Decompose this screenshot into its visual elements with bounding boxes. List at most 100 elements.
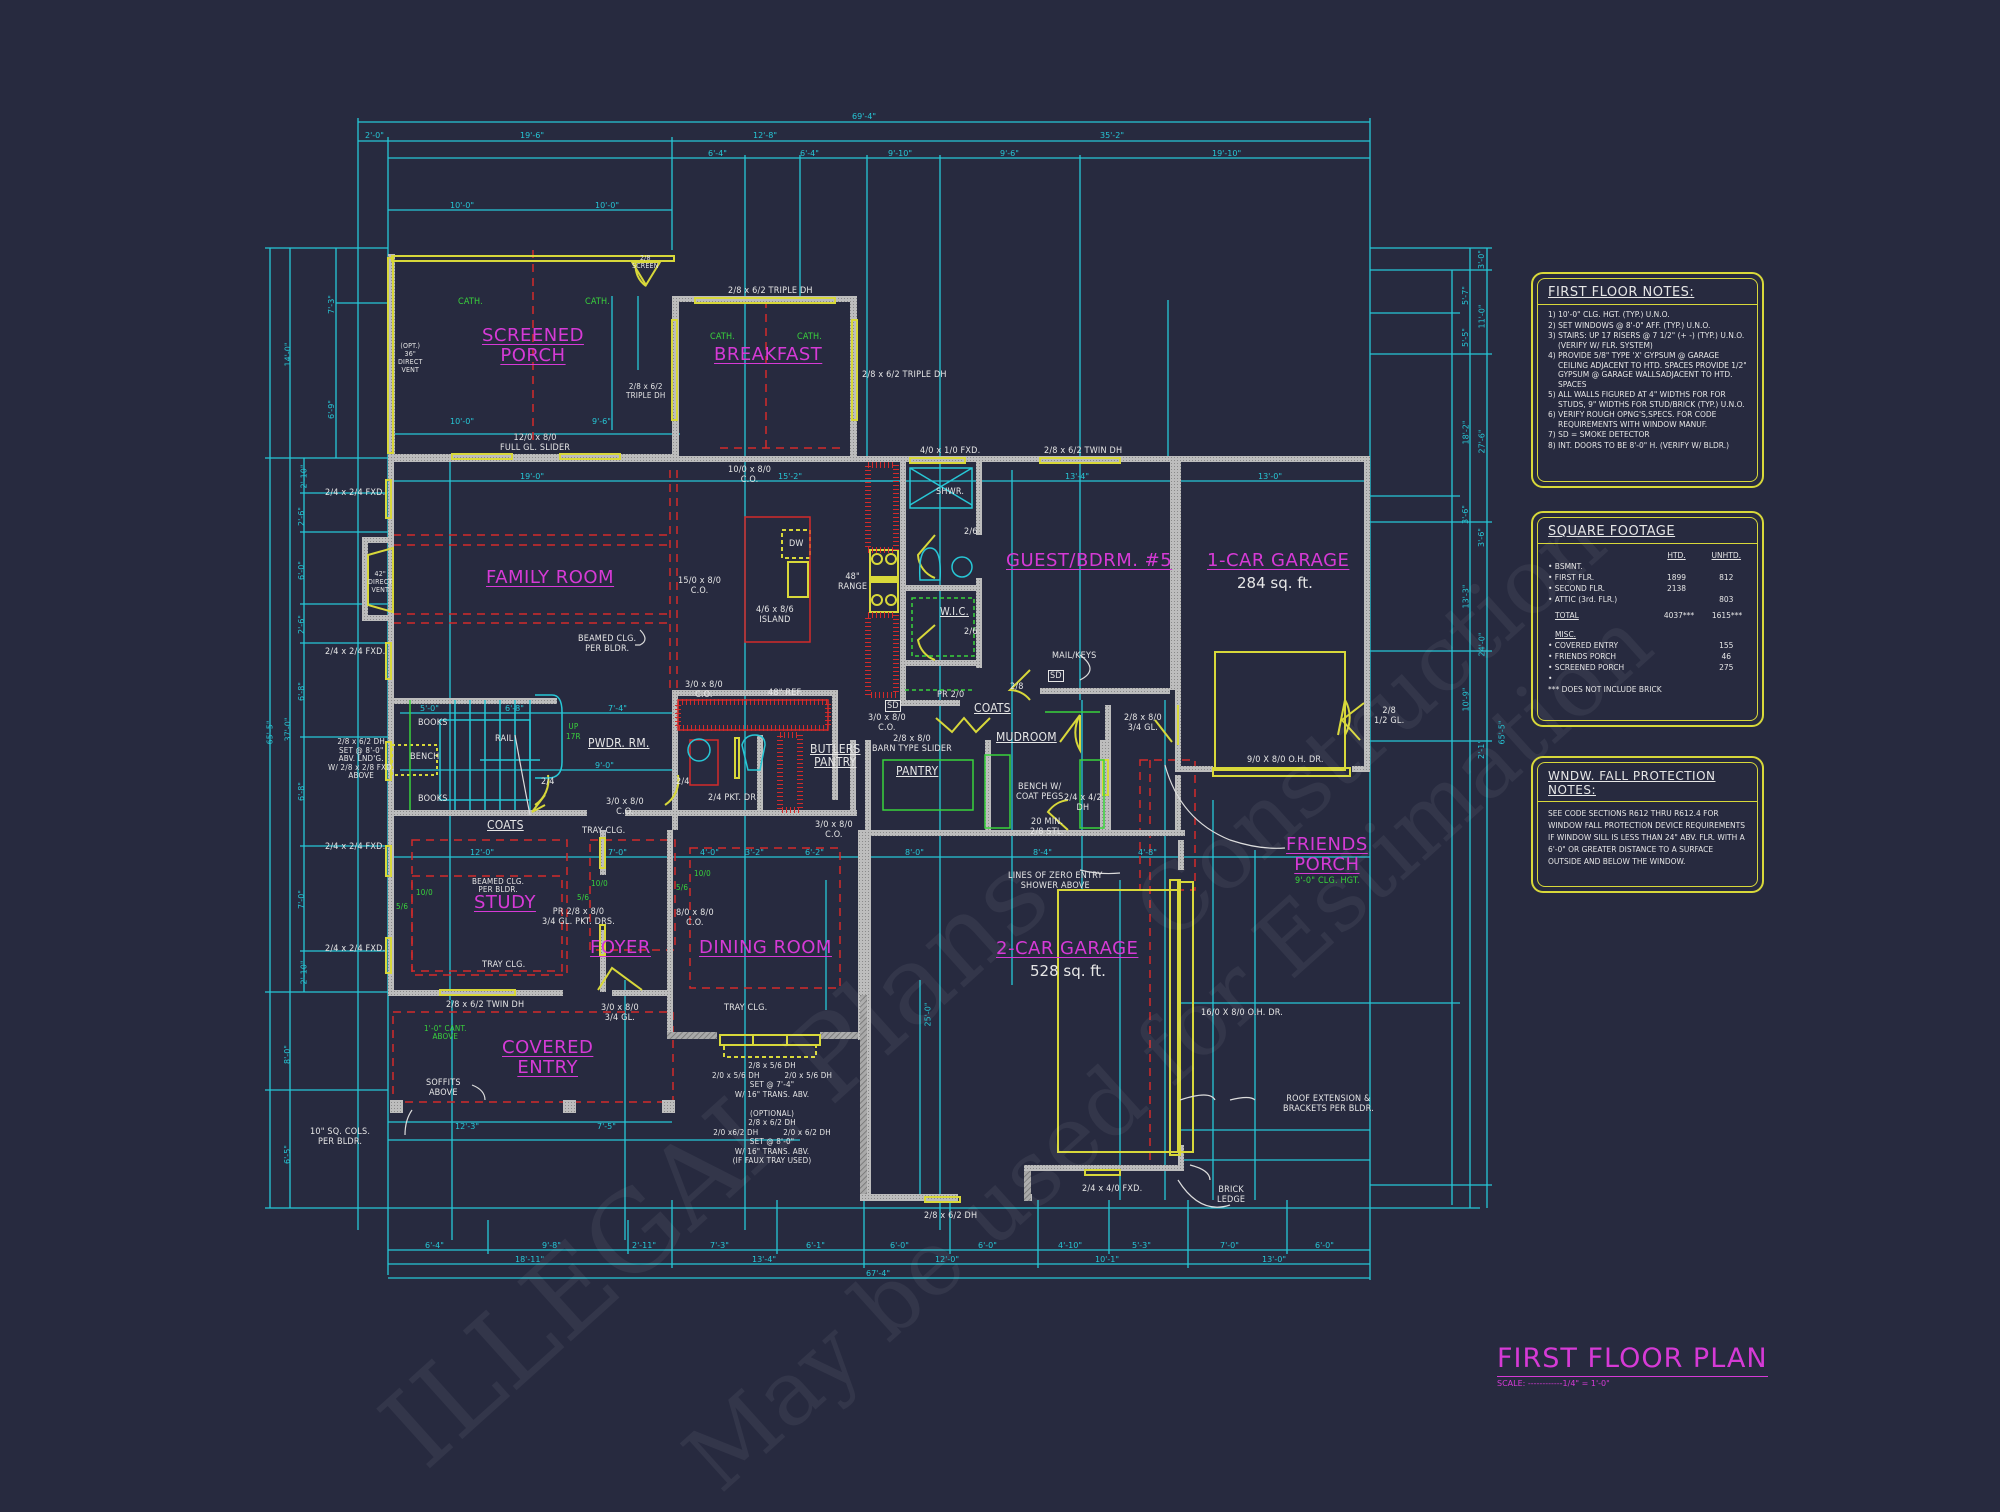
note-books-2: BOOKS: [418, 794, 448, 804]
dim-bot-r2-0: 18'-11": [515, 1255, 545, 1264]
note-cath-1: CATH.: [458, 297, 483, 307]
note-brick-ledge: BRICK LEDGE: [1217, 1185, 1246, 1205]
dim-pwdr: 9'-0": [595, 761, 614, 770]
room-one-car-garage: 1-CAR GARAGE: [1207, 550, 1350, 571]
note-pr-doors: PR 2/8 x 8/0 3/4 GL. PKT. DRS.: [542, 907, 616, 927]
dim-left-r3-2: 2'-10": [299, 464, 309, 489]
misc-value: 155: [1719, 641, 1734, 650]
dim-right-r3-4: 13'-3": [1461, 584, 1471, 609]
note-study-window: 2/8 x 6/2 TWIN DH: [446, 1000, 525, 1010]
note-stair-up: UP 17R: [566, 722, 581, 741]
drawing-title: FIRST FLOOR PLAN: [1497, 1343, 1768, 1377]
note-zero-entry: LINES OF ZERO ENTRY SHOWER ABOVE: [1008, 871, 1103, 891]
door-26-a: 2/6: [964, 527, 978, 537]
sqft-misc-row: • COVERED ENTRY 155: [1548, 640, 1747, 651]
room-guest-bedroom: GUEST/BDRM. #5: [1006, 550, 1173, 571]
note-bench-pegs: BENCH W/ COAT PEGS: [1016, 782, 1064, 802]
note-item: 4) PROVIDE 5/8" TYPE 'X' GYPSUM @ GARAGE…: [1548, 351, 1747, 389]
note-mud-window: 2/4 x 4/2 DH: [1064, 793, 1102, 813]
fixtures: [439, 467, 973, 810]
dim-bot-r2-2: 12'-0": [935, 1255, 960, 1264]
note-barn-slider: 2/8 x 8/0 BARN TYPE SLIDER: [872, 734, 953, 754]
dim-left-r3-8: 7'-0": [296, 890, 306, 909]
dim-right-r2-4: 24'-0": [1477, 632, 1487, 657]
sqft-row: • ATTIC (3rd. FLR.) 803: [1548, 594, 1747, 605]
dim-bot-r1-1: 9'-8": [542, 1241, 561, 1250]
sqft-label: • ATTIC (3rd. FLR.): [1548, 595, 1618, 604]
note-guest-window: 2/8 x 6/2 TWIN DH: [1044, 446, 1123, 456]
note-porch-slider: 12/0 x 8/0 FULL GL. SLIDER: [500, 433, 571, 453]
window-56-dining: 5/6: [676, 883, 689, 892]
one-car-garage-area: 284 sq. ft.: [1237, 574, 1313, 592]
misc-label: •: [1548, 674, 1553, 683]
misc-label: • FRIENDS PORCH: [1548, 652, 1616, 661]
dim-porch-0: 10'-0": [450, 201, 475, 210]
dim-top-r3-3: 9'-6": [1000, 149, 1019, 158]
sqft-row: • SECOND FLR. 2138: [1548, 583, 1747, 594]
room-pantry: PANTRY: [896, 764, 939, 778]
note-direct-vent: 42" DIRECT VENT: [368, 570, 393, 594]
room-family: FAMILY ROOM: [486, 567, 615, 588]
sqft-misc-row: • SCREENED PORCH 275: [1548, 662, 1747, 673]
dim-entry-a: 12'-3": [455, 1122, 480, 1131]
note-co-30-b: 3/0 x 8/0 C.O.: [868, 713, 906, 733]
window-1010-foyer: 10/0: [591, 879, 608, 888]
dim-left-r2-2: 8'-0": [282, 1045, 292, 1064]
dim-bot-r1-0: 6'-4": [425, 1241, 444, 1250]
dim-bot-r1-2: 2'-11": [632, 1241, 657, 1250]
sqft-misc-row: • FRIENDS PORCH 46: [1548, 651, 1747, 662]
note-garage-fxd: 2/4 x 4/0 FXD.: [1082, 1184, 1143, 1194]
note-bench: BENCH: [410, 752, 440, 762]
dim-right-r2-2: 27'-6": [1477, 429, 1487, 454]
note-pr-210: PR 2/0: [937, 690, 965, 700]
dim-left-r2-3: 6'-5": [282, 1145, 292, 1164]
dim-top-r3-2: 9'-10": [888, 149, 913, 158]
note-co-30-c: 3/0 x 8/0 C.O.: [606, 797, 644, 817]
note-dining-windows: 2/8 x 5/6 DH 2/0 x 5/6 DH 2/0 x 5/6 DH S…: [712, 1061, 833, 1165]
dim-bot-r1-3: 7'-3": [710, 1241, 729, 1250]
dim-porch-b: 9'-6": [592, 417, 611, 426]
dim-kitchen-width: 15'-2": [778, 472, 803, 481]
dim-pantry-width: 8'-0": [905, 848, 924, 857]
dim-dining-a: 4'-0": [700, 848, 719, 857]
door-26-b: 2/6: [964, 627, 978, 637]
dim-garage1-width: 13'-0": [1258, 472, 1283, 481]
note-item: 3) STAIRS: UP 17 RISERS @ 7 1/2" (+ -) (…: [1548, 331, 1745, 350]
dim-left-overall: 65'-5": [265, 720, 275, 745]
window-56-foyer: 5/6: [577, 893, 590, 902]
dim-foyer-width: 7'-0": [608, 848, 627, 857]
note-item: 5) ALL WALLS FIGURED AT 4" WIDTHS FOR FO…: [1548, 390, 1745, 409]
note-bath-window: 4/0 x 1/0 FXD.: [920, 446, 981, 456]
note-co-30-a: 3/0 x 8/0 C.O.: [685, 680, 723, 700]
dim-mud-width: 8'-4": [1033, 848, 1052, 857]
dim-bot-r1-9: 7'-0": [1220, 1241, 1239, 1250]
door-28: 2/8: [1010, 682, 1024, 692]
sqft-misc-title: MISC.: [1555, 630, 1577, 639]
dim-garage2-depth: 25'-0": [923, 1002, 933, 1027]
dim-right-r3-3: 3'-6": [1460, 505, 1470, 524]
dim-left-r3-5: 2'-6": [296, 615, 306, 634]
note-mail-keys: MAIL/KEYS: [1052, 651, 1097, 661]
kitchen-counters: [675, 462, 899, 813]
note-beamed-clg-study: BEAMED CLG. PER BLDR.: [472, 877, 525, 894]
room-butlers-pantry: BUTLERS PANTRY: [810, 742, 861, 769]
note-columns: 10" SQ. COLS. PER BLDR.: [310, 1127, 371, 1147]
dim-top-r3-0: 6'-4": [708, 149, 727, 158]
misc-value: 46: [1721, 652, 1732, 661]
sqft-misc-row: •: [1548, 673, 1747, 684]
sqft-unhtd: 803: [1719, 595, 1734, 604]
dim-guest-width: 13'-4": [1065, 472, 1090, 481]
sqft-row: • BSMNT.: [1548, 561, 1747, 572]
note-screen-door: 2/8 SCREEN: [632, 254, 659, 270]
note-left-fxd-2: 2/4 x 2/4 FXD.: [325, 647, 386, 657]
note-tray-clg-study: TRAY CLG.: [482, 960, 526, 970]
note-cant-above: 1'-0" CANT. ABOVE: [424, 1024, 467, 1041]
dim-family-width: 19'-0": [520, 472, 545, 481]
door-24-b: 2/4: [676, 777, 690, 787]
dim-left-r3-4: 6'-0": [296, 561, 306, 580]
note-left-fxd-1: 2/4 x 2/4 FXD.: [325, 488, 386, 498]
dim-right-r2-3: 3'-6": [1476, 528, 1486, 547]
note-item: 6) VERIFY ROUGH OPNG'S,SPECS. FOR CODE R…: [1548, 410, 1717, 429]
dim-left-r3-3: 2'-6": [296, 507, 306, 526]
